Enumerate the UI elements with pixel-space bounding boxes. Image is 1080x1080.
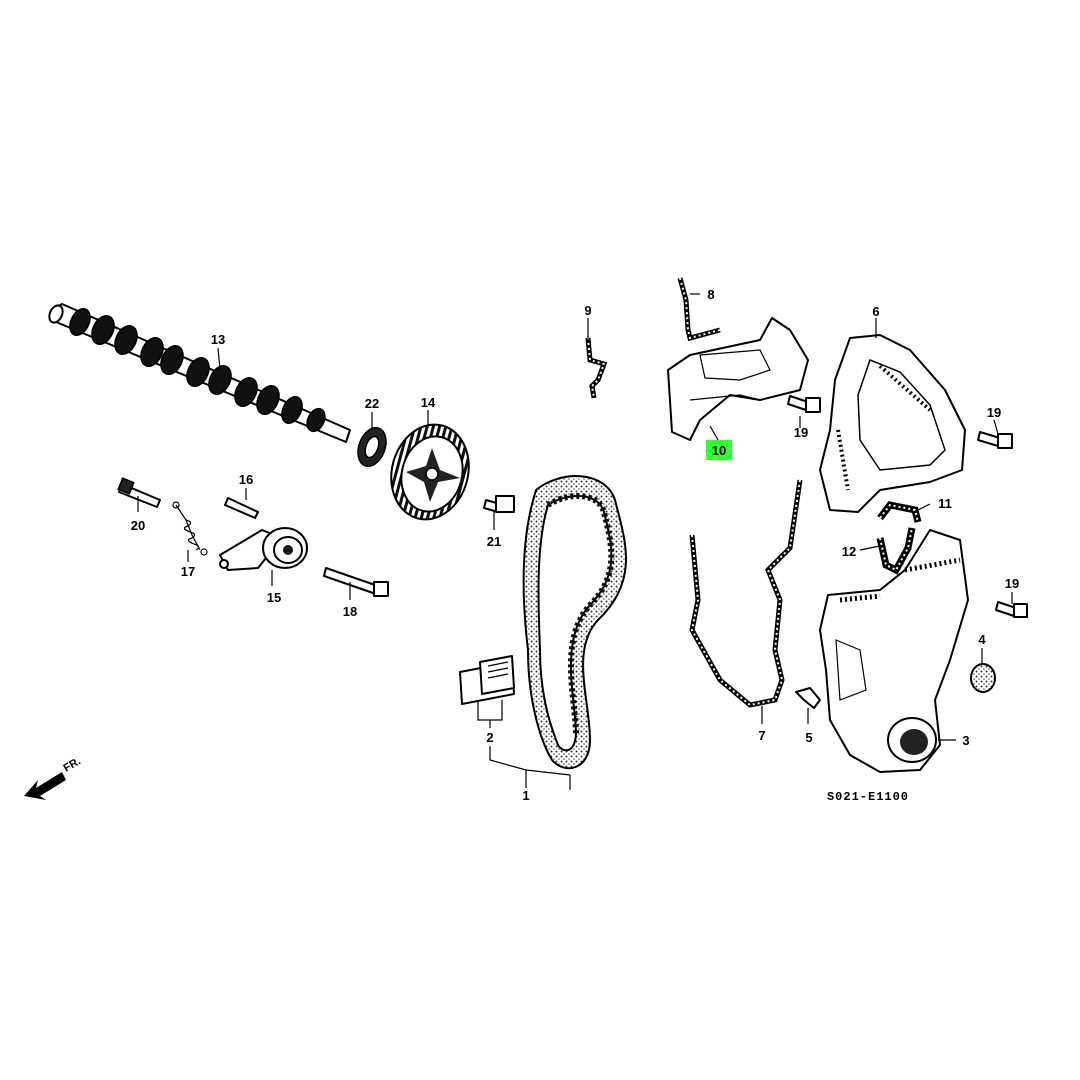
stud-bolt-16: [224, 497, 259, 519]
label-part-7: 7: [758, 728, 765, 743]
label-part-19-lower: 19: [1005, 576, 1019, 591]
tensioner-spring-17: [172, 501, 208, 556]
timing-belt-back-cover-upper: [667, 317, 809, 441]
grommet-4: [970, 663, 996, 693]
seal-9: [585, 337, 608, 399]
label-part-8: 8: [707, 287, 714, 302]
timing-belt-cover-seal-7: [689, 479, 803, 708]
label-part-14: 14: [421, 395, 436, 410]
clip-5: [795, 687, 821, 709]
label-part-20: 20: [131, 518, 145, 533]
camshaft-oil-seal: [357, 426, 387, 468]
camshaft: [48, 303, 351, 443]
highlight-box: [706, 440, 732, 460]
label-part-19-upper-left: 19: [794, 425, 808, 440]
label-part-22: 22: [365, 396, 379, 411]
label-part-21: 21: [487, 534, 501, 549]
bolt-21: [483, 495, 515, 513]
label-part-18: 18: [343, 604, 357, 619]
bolt-20: [117, 477, 161, 508]
label-part-1: 1: [522, 788, 529, 803]
seal-8: [677, 277, 721, 342]
diagram-code: S021-E1100: [827, 790, 909, 804]
label-part-19-upper-right: 19: [987, 405, 1001, 420]
label-part-4: 4: [978, 632, 986, 647]
label-part-2: 2: [486, 730, 493, 745]
bolt-19-upper-right: [977, 431, 1013, 449]
label-part-11: 11: [938, 496, 952, 511]
label-part-15: 15: [267, 590, 281, 605]
timing-belt-adjuster-15: [219, 527, 308, 571]
timing-belt-label-plate: [459, 655, 515, 705]
timing-belt: [522, 475, 627, 770]
seal-11: [877, 501, 922, 523]
timing-belt-lower-cover: [819, 529, 969, 773]
front-direction-arrow: FR.: [24, 755, 83, 800]
label-part-16: 16: [239, 472, 253, 487]
label-part-17: 17: [181, 564, 195, 579]
label-part-5: 5: [805, 730, 812, 745]
timing-belt-upper-cover: [819, 334, 966, 513]
label-part-10: 10: [712, 443, 726, 458]
front-marker-text: FR.: [62, 755, 83, 774]
bolt-19-lower: [995, 601, 1028, 618]
camshaft-pulley: [390, 423, 470, 521]
seal-12: [876, 527, 916, 575]
label-part-3: 3: [962, 733, 969, 748]
bolt-19-upper-left: [787, 395, 821, 413]
bolt-18: [323, 567, 389, 597]
leader-lines: [137, 293, 1013, 790]
part-labels: 1 2 3 4 5 6 7 8 9 10 11 12 13 14 15 16 1…: [131, 287, 1019, 803]
label-part-9: 9: [584, 303, 591, 318]
label-part-6: 6: [872, 304, 879, 319]
label-part-12: 12: [842, 544, 856, 559]
label-part-13: 13: [211, 332, 225, 347]
